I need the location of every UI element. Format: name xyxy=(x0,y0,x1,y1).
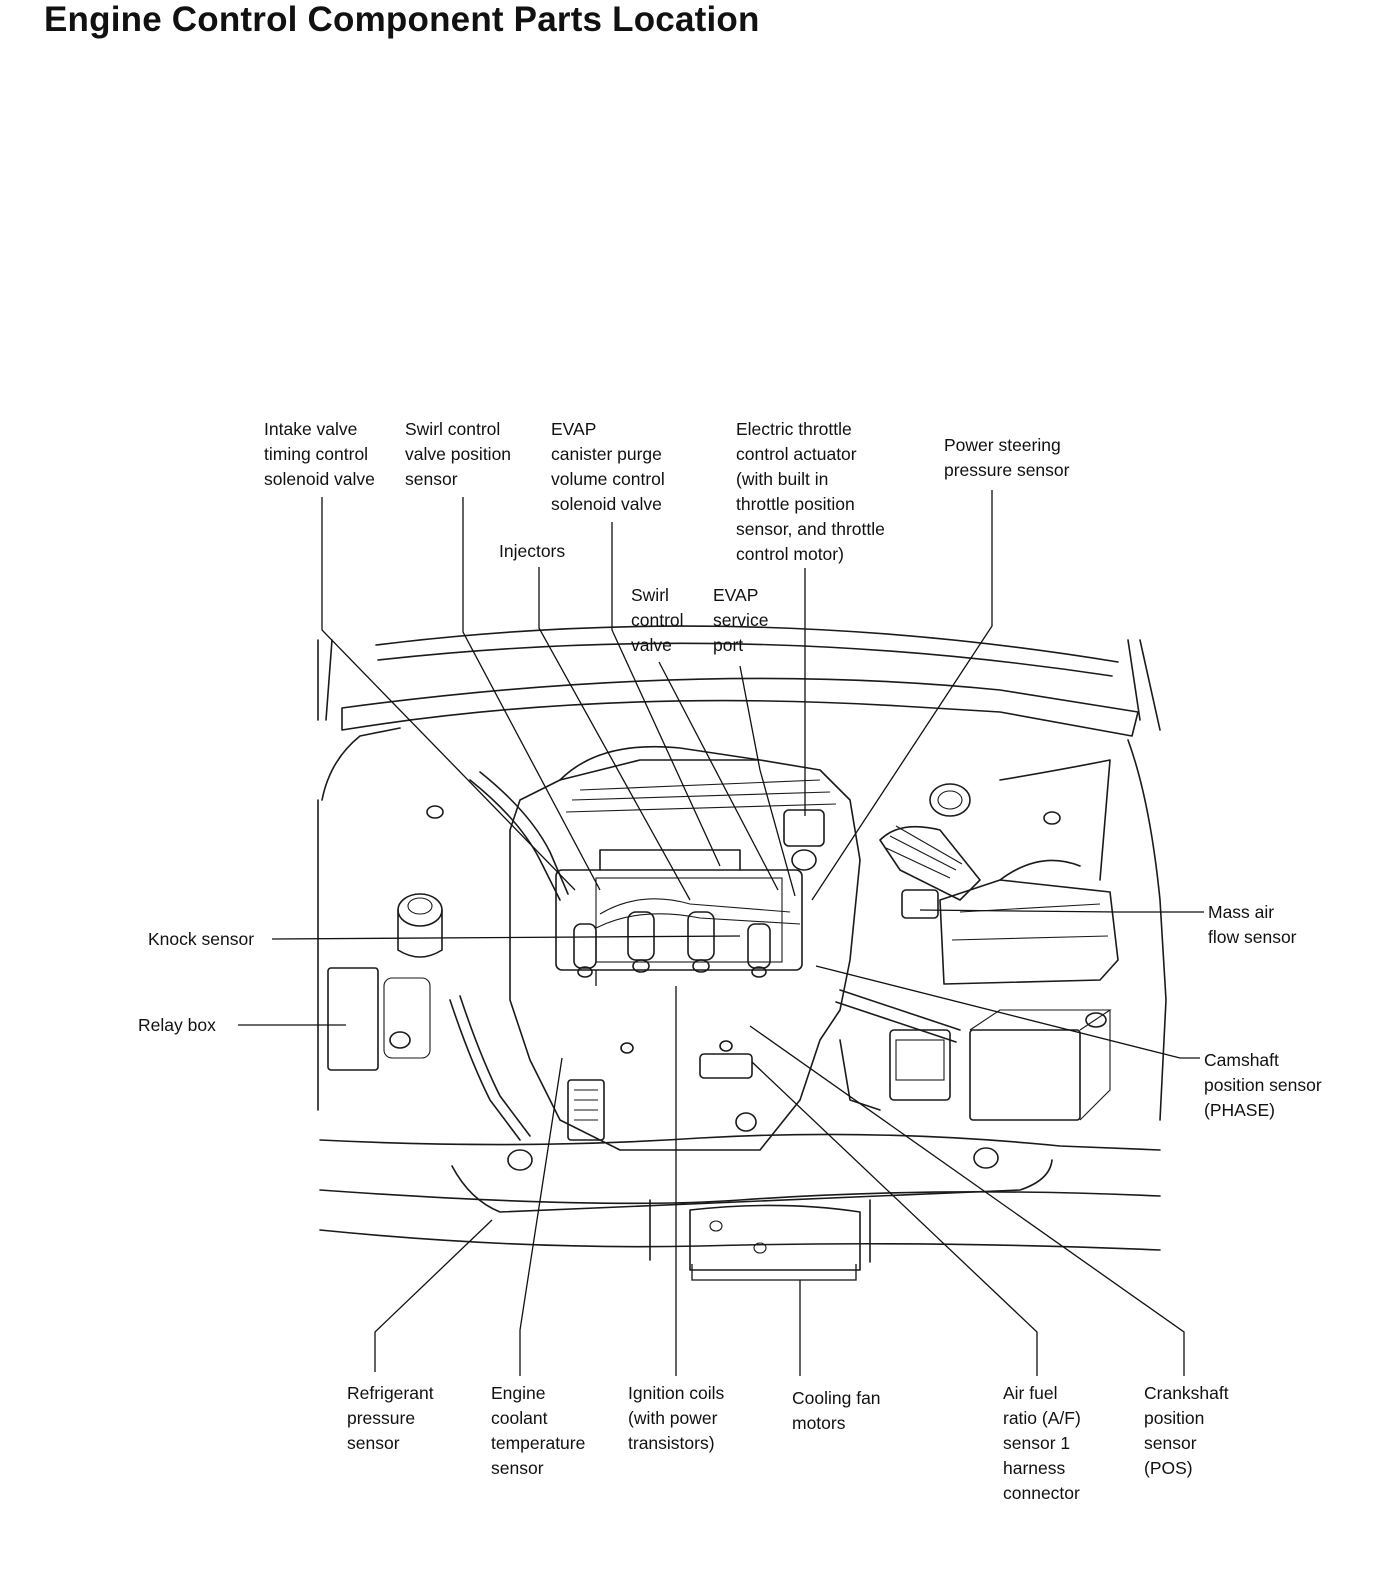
label-camshaft-position-sensor: Camshaft position sensor (PHASE) xyxy=(1204,1050,1322,1120)
label-cooling-fan-motors: Cooling fan motors xyxy=(792,1388,881,1433)
label-mass-air-flow-sensor: Mass air flow sensor xyxy=(1208,902,1297,947)
leader-lines xyxy=(238,490,1204,1376)
engine-drawing xyxy=(317,625,1167,1271)
label-knock-sensor: Knock sensor xyxy=(148,929,255,949)
label-evap-purge-solenoid: EVAP canister purge volume control solen… xyxy=(551,419,665,514)
label-swirl-control-valve: Swirl control valve xyxy=(631,585,684,655)
label-injectors: Injectors xyxy=(499,541,566,561)
label-af-sensor-connector: Air fuel ratio (A/F) sensor 1 harness co… xyxy=(1003,1383,1081,1503)
label-intake-valve-timing: Intake valve timing control solenoid val… xyxy=(264,419,375,489)
label-refrigerant-pressure-sensor: Refrigerant pressure sensor xyxy=(347,1383,434,1453)
label-relay-box: Relay box xyxy=(138,1015,216,1035)
label-power-steering-sensor: Power steering pressure sensor xyxy=(944,435,1070,480)
label-evap-service-port: EVAP service port xyxy=(713,585,769,655)
label-crankshaft-position-sensor: Crankshaft position sensor (POS) xyxy=(1144,1383,1229,1478)
label-electric-throttle-actuator: Electric throttle control actuator (with… xyxy=(736,419,885,564)
label-ignition-coils: Ignition coils (with power transistors) xyxy=(628,1383,725,1453)
page-title: Engine Control Component Parts Location xyxy=(44,0,760,39)
label-swirl-valve-position-sensor: Swirl control valve position sensor xyxy=(405,419,512,489)
label-engine-coolant-temp-sensor: Engine coolant temperature sensor xyxy=(491,1383,586,1478)
